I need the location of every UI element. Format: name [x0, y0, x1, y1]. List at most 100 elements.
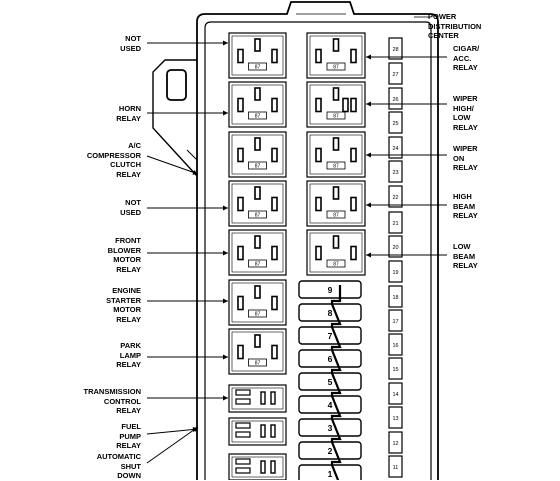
- relay-terminal: [271, 295, 278, 311]
- header-title: POWER DISTRIBUTION CENTER: [428, 12, 482, 40]
- relay-housing: [306, 229, 366, 276]
- fuse-body: [298, 395, 362, 414]
- relay-terminal: [271, 344, 278, 360]
- relay-code-box: [248, 358, 267, 367]
- small-relay: [228, 453, 287, 480]
- relay-code: 87: [255, 164, 261, 170]
- relay-inner: [231, 331, 284, 372]
- relay-housing: [228, 279, 287, 326]
- side-fuse-number: 26: [392, 97, 398, 103]
- right-label: HIGH BEAM RELAY: [453, 192, 478, 220]
- relay-terminal: [237, 344, 244, 360]
- fuse-number: 1: [328, 469, 333, 479]
- relay-code: 87: [255, 312, 261, 318]
- relay-inner: [231, 134, 284, 175]
- relay-code-box: [248, 62, 267, 71]
- relay-terminal: [235, 458, 251, 465]
- left-label: TRANSMISSION CONTROL RELAY: [83, 387, 141, 415]
- relay-housing: [306, 131, 366, 178]
- relay-code: 87: [333, 262, 339, 268]
- latch-edge: [186, 149, 198, 161]
- relay-inner: [309, 134, 363, 175]
- leader-arrow: [146, 428, 199, 435]
- box-outer-wall: [196, 1, 439, 480]
- side-fuse: [388, 160, 403, 183]
- relay-inner: [231, 84, 284, 125]
- relay-housing: [228, 453, 287, 480]
- leader-arrow-head: [192, 427, 198, 432]
- relay-code: 87: [255, 114, 261, 120]
- leader-arrow-head: [366, 152, 371, 158]
- side-fuse-number: 28: [392, 47, 398, 53]
- relay-terminal: [254, 87, 261, 101]
- side-fuse: [388, 285, 403, 308]
- relay-code-box: [326, 259, 346, 268]
- left-label: HORN RELAY: [116, 104, 141, 123]
- side-fuse-number: 20: [392, 245, 398, 251]
- side-fuse: [388, 136, 403, 159]
- side-fuse-number: 17: [392, 319, 398, 325]
- side-fuse-number: 13: [392, 416, 398, 422]
- side-fuse-number: 25: [392, 121, 398, 127]
- left-label: ENGINE STARTER MOTOR RELAY: [106, 286, 141, 324]
- relay-terminal: [260, 460, 266, 474]
- relay-terminal: [332, 38, 340, 52]
- side-fuse-number: 11: [393, 465, 399, 471]
- relay-terminal: [350, 196, 357, 212]
- left-label: AUTOMATIC SHUT DOWN: [96, 452, 141, 480]
- relay-code: 87: [255, 361, 261, 367]
- leader-arrow-head: [223, 40, 228, 46]
- relay-terminal: [254, 38, 261, 52]
- fuse-bus-line: [330, 285, 342, 480]
- leader-arrow-head: [223, 395, 228, 401]
- relay-terminal: [350, 147, 357, 163]
- relay-code: 87: [333, 213, 339, 219]
- relay-inner: [231, 35, 284, 76]
- right-label: LOW BEAM RELAY: [453, 242, 478, 270]
- relay-terminal: [332, 87, 340, 101]
- side-fuse: [388, 235, 403, 258]
- relay-code: 87: [333, 164, 339, 170]
- relay-terminal: [271, 97, 278, 113]
- fuse-number: 4: [328, 400, 333, 410]
- relay-terminal: [315, 147, 322, 163]
- relay-terminal: [271, 245, 278, 261]
- side-fuse: [388, 37, 403, 60]
- relay: 87: [228, 180, 287, 227]
- relay-inner: [231, 456, 284, 478]
- relay-terminal: [315, 97, 322, 113]
- relay-inner: [309, 183, 363, 224]
- relay: 87: [228, 32, 287, 79]
- relay: 87: [306, 180, 366, 227]
- relay-housing: [228, 180, 287, 227]
- relay-terminal: [332, 137, 340, 151]
- relay-code: 87: [333, 65, 339, 71]
- relay-code-box: [326, 161, 346, 170]
- relay-code: 87: [255, 262, 261, 268]
- fuse-number: 3: [328, 423, 333, 433]
- relay-terminal: [271, 147, 278, 163]
- side-fuse-number: 27: [392, 72, 398, 78]
- relay-terminal: [271, 196, 278, 212]
- relay-housing: [306, 32, 366, 79]
- relay-terminal: [235, 422, 251, 429]
- small-relay: [228, 417, 287, 446]
- side-fuse: [388, 431, 403, 454]
- left-label: PARK LAMP RELAY: [116, 341, 141, 369]
- relay-code-box: [248, 259, 267, 268]
- leader-arrow: [146, 155, 199, 175]
- relay: 87: [228, 279, 287, 326]
- relay-inner: [309, 35, 363, 76]
- relay-terminal: [235, 431, 251, 438]
- relay: 87: [306, 229, 366, 276]
- side-fuse: [388, 406, 403, 429]
- relay-terminal: [237, 97, 244, 113]
- relay-housing: [306, 81, 366, 128]
- relay-inner: [231, 232, 284, 273]
- relay-terminal: [270, 391, 276, 405]
- relay-terminal: [260, 424, 266, 438]
- right-label: CIGAR/ ACC. RELAY: [453, 44, 480, 72]
- relay-terminal: [254, 137, 261, 151]
- relay-inner: [231, 183, 284, 224]
